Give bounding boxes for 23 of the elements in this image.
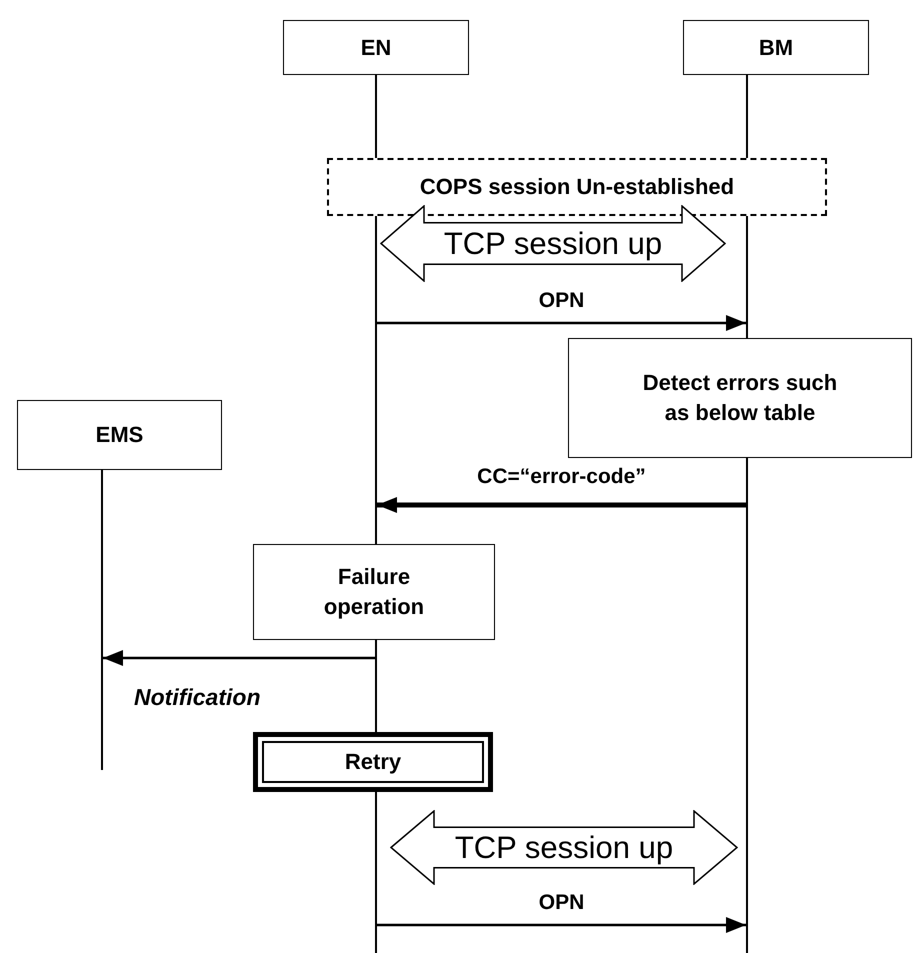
node-label: Detect errors such as below table — [642, 369, 838, 427]
process-box — [253, 544, 495, 640]
state-box — [327, 158, 827, 216]
participant-box — [683, 20, 869, 75]
participant-box — [17, 400, 222, 470]
node-label: Retry — [344, 748, 402, 776]
node-label: TCP session up — [444, 228, 662, 259]
node-label: EMS — [96, 421, 144, 450]
node-label: COPS session Un-established — [420, 173, 734, 202]
process-box — [568, 338, 912, 458]
message-arrow — [377, 497, 746, 513]
node-label: Failure operation — [322, 563, 426, 621]
lifeline — [375, 75, 377, 953]
process-box — [253, 732, 493, 792]
lifeline — [746, 75, 748, 953]
node-label: BM — [758, 34, 794, 62]
node-label: EN — [360, 34, 392, 62]
message-arrow — [103, 650, 375, 666]
lifeline — [101, 470, 103, 770]
message-arrow — [377, 315, 746, 331]
message-arrow — [377, 917, 746, 933]
participant-box — [283, 20, 469, 75]
node-label: TCP session up — [454, 832, 674, 863]
